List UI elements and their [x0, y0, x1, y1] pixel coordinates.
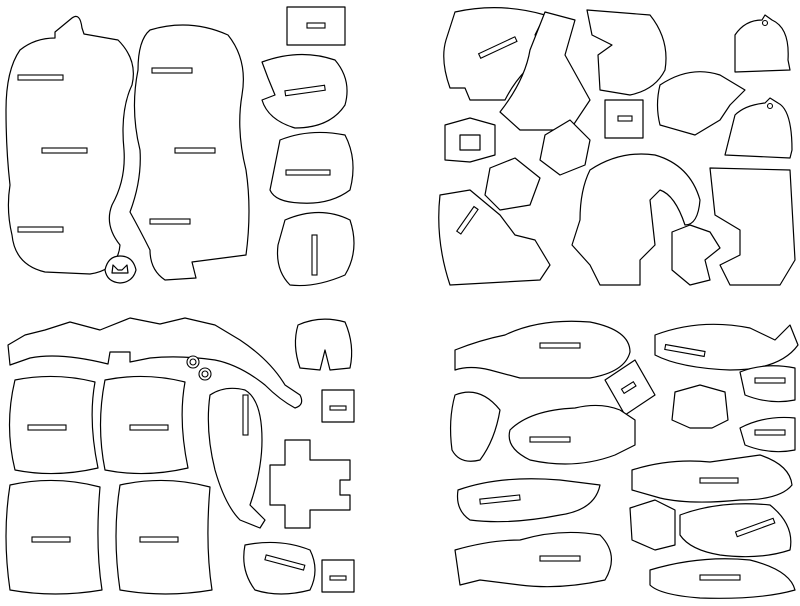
- slot: [264, 554, 306, 571]
- slot: [734, 517, 776, 538]
- body-piece-large: [5, 15, 134, 275]
- slot: [539, 555, 581, 562]
- hole: [201, 370, 209, 378]
- slot: [529, 436, 571, 443]
- slot: [664, 343, 706, 358]
- hole: [761, 19, 769, 27]
- foot-piece: [449, 391, 501, 462]
- slot: [41, 147, 88, 154]
- slot: [539, 342, 581, 349]
- leg-piece: [508, 404, 636, 465]
- slot: [151, 67, 193, 74]
- foot-piece: [739, 365, 796, 403]
- leg-piece: [654, 323, 799, 371]
- slot: [31, 536, 71, 543]
- neck-piece: [656, 71, 746, 136]
- sheet-bottom-left: [5, 317, 355, 595]
- leg-piece: [709, 167, 796, 286]
- leg-piece: [456, 478, 601, 523]
- foot-piece: [243, 541, 316, 595]
- slot: [27, 424, 67, 431]
- leg-piece: [454, 320, 631, 379]
- connector-piece: [539, 119, 591, 176]
- slot: [754, 429, 786, 436]
- leg-piece: [679, 503, 792, 558]
- leg-piece: [438, 189, 551, 286]
- crest-piece: [724, 97, 793, 159]
- slot: [311, 234, 318, 276]
- slot: [17, 226, 64, 233]
- head-piece: [294, 318, 353, 371]
- slot: [129, 424, 169, 431]
- slot: [699, 574, 741, 581]
- sheet-top-right: [438, 7, 796, 286]
- slot: [699, 477, 739, 484]
- tail-piece: [571, 153, 701, 286]
- connector-piece: [484, 157, 541, 211]
- slot: [306, 22, 326, 29]
- crest-piece: [734, 14, 791, 73]
- sheet-top-left: [5, 6, 355, 287]
- foot-piece: [671, 224, 721, 286]
- arm-piece: [207, 387, 266, 529]
- slot: [329, 575, 347, 581]
- slot: [149, 218, 191, 225]
- small-connector-piece: [104, 255, 137, 284]
- slot: [174, 147, 216, 154]
- ear-piece: [269, 131, 354, 204]
- head-piece: [586, 9, 667, 96]
- sheet-bottom-right: [449, 320, 799, 599]
- slot: [479, 494, 521, 505]
- slot: [285, 169, 331, 176]
- slot: [477, 36, 518, 59]
- connector-piece: [671, 384, 729, 429]
- slot: [329, 405, 347, 411]
- spine-piece: [7, 317, 303, 409]
- connector-piece: [629, 499, 676, 551]
- jaw-piece: [499, 11, 591, 131]
- slot: [620, 380, 637, 395]
- slot: [139, 536, 179, 543]
- slot: [242, 394, 249, 436]
- hole: [189, 358, 197, 366]
- slot: [617, 115, 633, 122]
- slot: [754, 377, 786, 384]
- leg-piece: [454, 531, 612, 588]
- connector-piece: [269, 439, 351, 529]
- slot: [455, 205, 479, 235]
- slot: [284, 84, 326, 97]
- hole: [766, 102, 774, 110]
- slot: [17, 74, 64, 81]
- connector-piece: [444, 117, 496, 163]
